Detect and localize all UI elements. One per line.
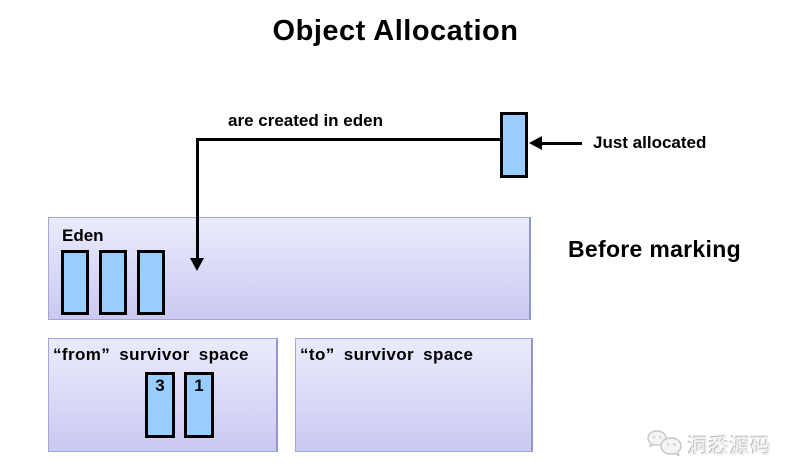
watermark-text: 洞悉源码: [688, 435, 772, 458]
elbow-arrow-horizontal-line: [196, 138, 502, 141]
just-allocated-object: [500, 112, 528, 178]
from-survivor-label: “from” survivor space: [53, 345, 249, 364]
eden-object: [99, 250, 127, 315]
elbow-arrow-vertical-line: [196, 138, 199, 260]
eden-object: [137, 250, 165, 315]
arrow-left-head-icon: [529, 136, 542, 150]
arrow-down-head-icon: [190, 258, 204, 271]
survivor-object: 1: [184, 372, 214, 438]
eden-objects-row: [61, 250, 165, 315]
just-allocated-label: Just allocated: [593, 133, 707, 152]
before-marking-label: Before marking: [568, 236, 741, 262]
eden-region: Eden: [48, 217, 531, 320]
object-age: 3: [155, 376, 165, 395]
to-survivor-label: “to” survivor space: [300, 345, 474, 364]
page-title: Object Allocation: [272, 15, 519, 47]
chat-bubbles-icon: [645, 428, 685, 460]
just-allocated-arrow-line: [536, 142, 582, 145]
created-in-eden-label: are created in eden: [228, 111, 383, 130]
eden-object: [61, 250, 89, 315]
watermark: 洞悉源码: [645, 428, 772, 460]
from-survivor-region: “from” survivor space 3 1: [48, 338, 278, 452]
to-survivor-region: “to” survivor space: [295, 338, 533, 452]
survivor-object: 3: [145, 372, 175, 438]
eden-label: Eden: [62, 226, 104, 245]
object-age: 1: [194, 376, 204, 395]
